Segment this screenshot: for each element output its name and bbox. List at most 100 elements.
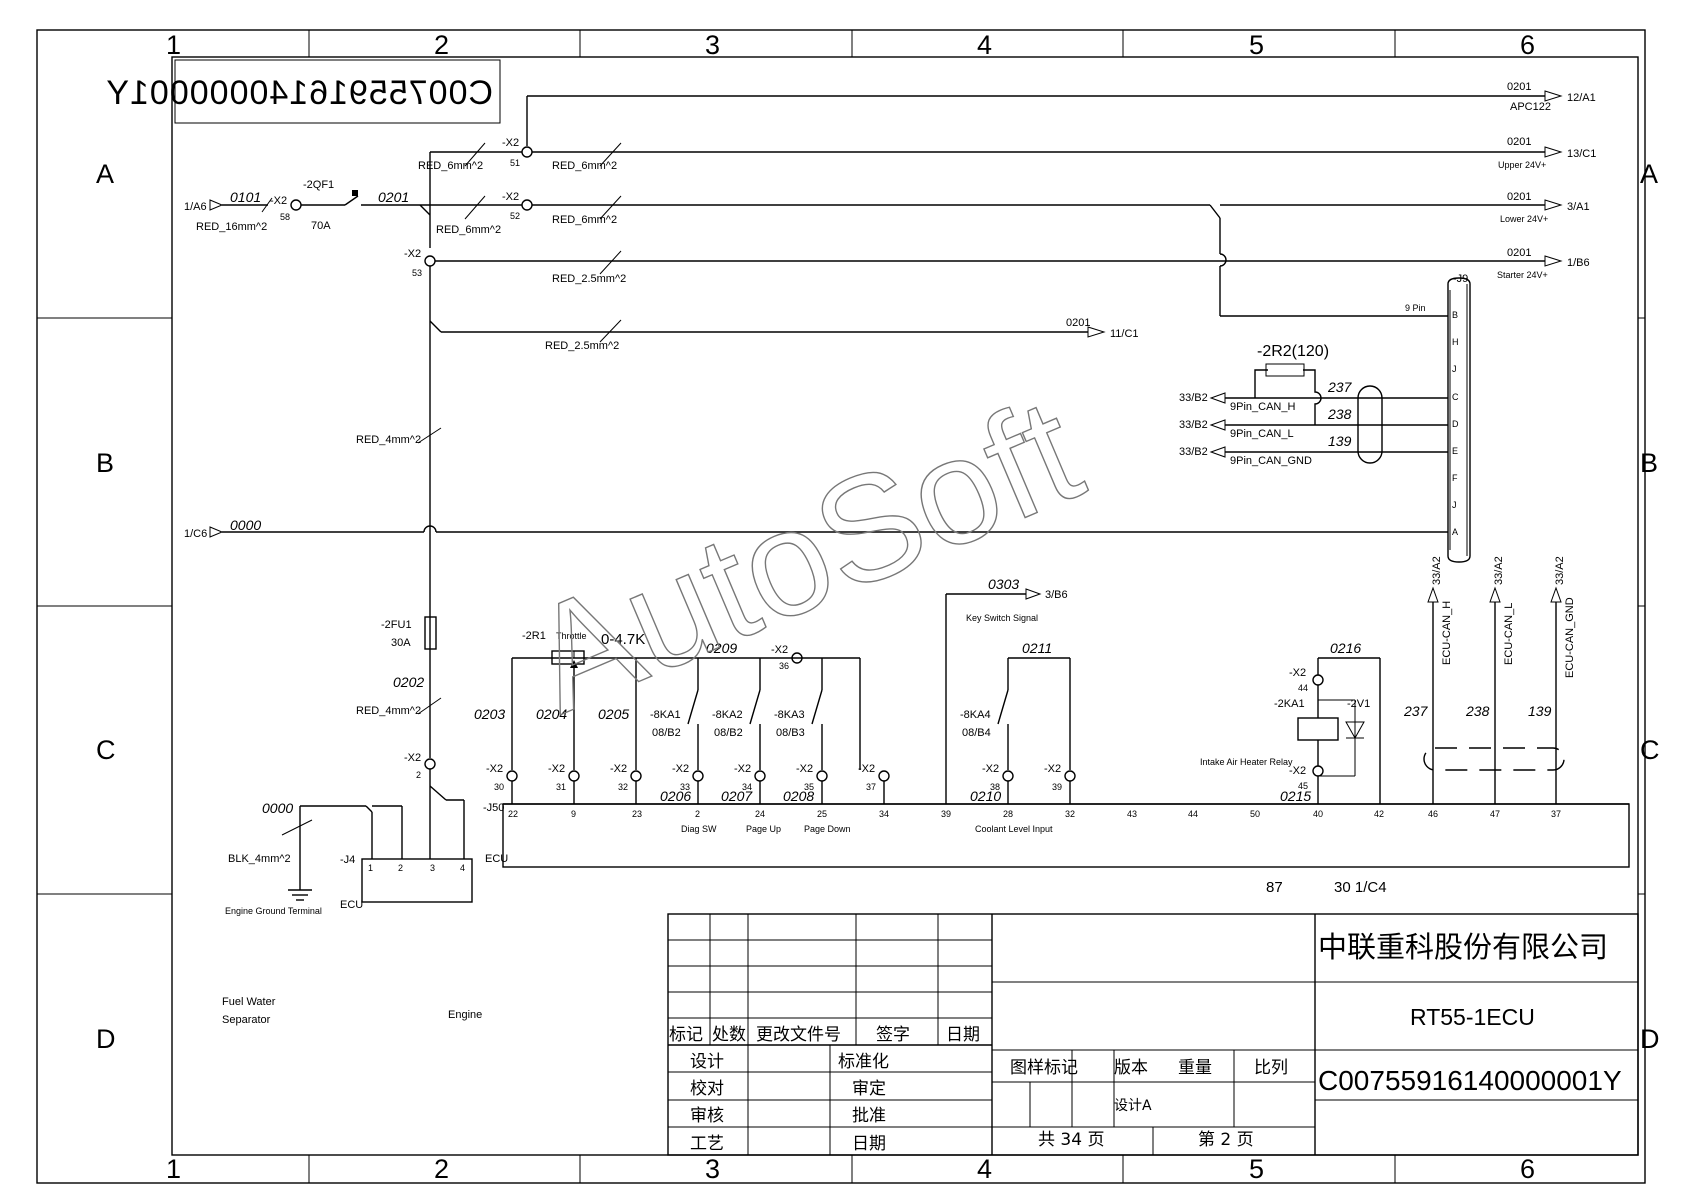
- relay-name: -8KA1: [650, 709, 681, 721]
- pin-number: 22: [508, 809, 518, 819]
- relay-function: Page Up: [746, 824, 781, 834]
- power-wiring: [209, 90, 1563, 859]
- mirrored-code-box: [174, 59, 501, 124]
- pin-number: 40: [1313, 809, 1323, 819]
- drawing-code: C00755916140000001Y: [1318, 1065, 1622, 1096]
- col-label: 6: [1520, 1154, 1535, 1184]
- row-label: D: [96, 1024, 116, 1054]
- sign-label: 校对: [690, 1079, 724, 1099]
- wire-number: 238: [1327, 406, 1352, 422]
- relay-ref: 08/B2: [714, 727, 743, 739]
- ecu-can-labels: 33/A2 33/A2 33/A2 ECU-CAN_H ECU-CAN_L EC…: [1403, 556, 1576, 719]
- can-label: 9Pin_CAN_L: [1230, 428, 1294, 440]
- wire-size: RED_4mm^2: [356, 434, 421, 446]
- ref-label: 33/A2: [1554, 556, 1566, 585]
- note-text: Fuel Water: [222, 996, 276, 1008]
- pin-number: 34: [742, 782, 752, 792]
- wire-size: RED_2.5mm^2: [552, 273, 626, 285]
- terminal-label: -X2: [486, 763, 503, 775]
- out-label: Lower 24V+: [1500, 214, 1548, 224]
- terminal-label: -X2: [548, 763, 565, 775]
- ref-label: 33/B2: [1179, 446, 1208, 458]
- wire-size: RED_16mm^2: [196, 221, 267, 233]
- notes: Fuel Water Separator Engine: [222, 996, 482, 1026]
- note-text: Separator: [222, 1014, 271, 1026]
- connector-name: -J9: [1453, 273, 1468, 285]
- title-block: [667, 913, 1639, 1156]
- can-label: ECU-CAN_L: [1503, 603, 1515, 665]
- total-pages: 共 34 页: [1038, 1130, 1104, 1150]
- wire-number: 139: [1328, 433, 1352, 449]
- pin-number: 47: [1490, 809, 1500, 819]
- wire-number: 0201: [1507, 247, 1531, 259]
- ecu-label: ECU: [340, 899, 363, 911]
- pin-number: 25: [817, 809, 827, 819]
- bottom-note: 30 1/C4: [1334, 879, 1387, 896]
- out-label: APC122: [1510, 101, 1551, 113]
- fuse-rating: 30A: [391, 637, 411, 649]
- pin-note: 9 Pin: [1405, 303, 1426, 313]
- wire-size: RED_6mm^2: [552, 160, 617, 172]
- wire-number: 0210: [970, 788, 1001, 804]
- pin-number: 45: [1298, 781, 1308, 791]
- col-label: 1: [166, 30, 181, 60]
- column-labels: 1 2 3 4 5 6 1 2 3 4 5 6: [166, 30, 1535, 1184]
- wire-size: BLK_4mm^2: [228, 853, 291, 865]
- row-label: A: [96, 159, 114, 189]
- wire-number: 0202: [393, 674, 424, 690]
- relay-name: -8KA4: [960, 709, 991, 721]
- fuse-label: -2FU1: [381, 619, 412, 631]
- pin-number: 50: [1250, 809, 1260, 819]
- col-label: 4: [977, 1154, 992, 1184]
- terminal-label: -X2: [858, 763, 875, 775]
- info-header: 图样标记: [1010, 1058, 1078, 1078]
- pin-letter: D: [1452, 419, 1459, 429]
- wire-size: RED_6mm^2: [418, 160, 483, 172]
- connector-name: -J4: [340, 854, 355, 866]
- wire-number: 0211: [1022, 640, 1052, 656]
- resistor-label: -2R2(120): [1257, 343, 1329, 360]
- pin-number: 36: [779, 661, 789, 671]
- pin-letter: C: [1452, 392, 1459, 402]
- info-header: 重量: [1178, 1058, 1212, 1078]
- col-label: 5: [1249, 1154, 1264, 1184]
- ref-label: 1/C6: [184, 528, 207, 540]
- j9-labels: -J9 9 Pin B H J C D E F J A -2R2(120) 33…: [1179, 273, 1468, 537]
- rev-header: 标记: [669, 1025, 703, 1045]
- j4-connector: [281, 805, 473, 903]
- connector-name: -J50: [483, 802, 504, 814]
- wire-number: 0303: [988, 576, 1019, 592]
- out-label: Starter 24V+: [1497, 270, 1548, 280]
- heater-label: Intake Air Heater Relay: [1200, 757, 1293, 767]
- rev-header: 更改文件号: [756, 1025, 841, 1045]
- col-label: 2: [434, 1154, 449, 1184]
- breaker-label: -2QF1: [303, 179, 334, 191]
- ref-label: 33/B2: [1179, 392, 1208, 404]
- wire-number: 0209: [706, 640, 737, 656]
- ecu-label: ECU: [485, 853, 508, 865]
- ref-label: 33/A2: [1493, 556, 1505, 585]
- wire-number: 0203: [474, 706, 505, 722]
- j9-connector: [1209, 277, 1471, 563]
- can-label: 9Pin_CAN_H: [1230, 401, 1295, 413]
- ref-label: 12/A1: [1567, 92, 1596, 104]
- pin-number: 4: [460, 863, 465, 873]
- wire-number: 0201: [378, 189, 409, 205]
- ref-label: 33/B2: [1179, 419, 1208, 431]
- sign-label: 批准: [852, 1106, 886, 1126]
- relay-name: -8KA3: [774, 709, 805, 721]
- pin-number: 37: [866, 782, 876, 792]
- pin-number: 30: [494, 782, 504, 792]
- pin-number: 38: [990, 782, 1000, 792]
- pin-letter: A: [1452, 527, 1458, 537]
- pin-letter: B: [1452, 310, 1458, 320]
- j50-labels: -J50 ECU 22 9 23 2 24 25 34 39 28 32 43 …: [474, 576, 1561, 896]
- throttle-range: 0-4.7K: [601, 631, 645, 648]
- wire-number: 0201: [1507, 191, 1531, 203]
- pin-letter: J: [1452, 364, 1457, 374]
- pin-number: 42: [1374, 809, 1384, 819]
- ref-label: 13/C1: [1567, 148, 1596, 160]
- inner-frame: [171, 56, 1639, 1156]
- row-label: C: [96, 735, 116, 765]
- pin-number: 24: [755, 809, 765, 819]
